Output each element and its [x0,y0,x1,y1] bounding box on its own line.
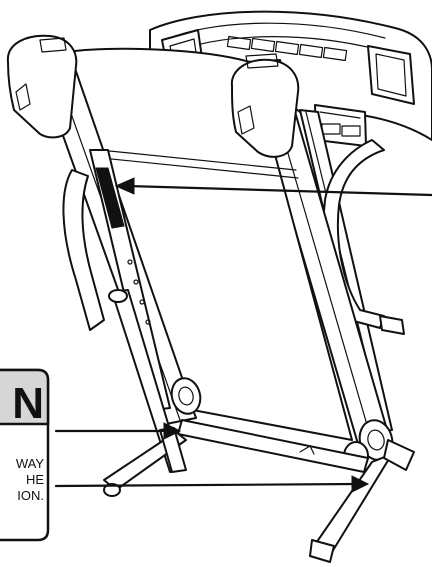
warning-heading: N [12,379,44,428]
warning-text-line-2: HE [26,472,44,487]
warning-decal [95,167,125,229]
warning-label: N WAY HE ION. [0,368,50,542]
warning-label-header [0,368,50,426]
left-frame-rail [35,53,197,425]
left-rear-roller [170,377,202,415]
right-end-cap [230,53,300,158]
left-end-cap [6,34,78,139]
warning-text-line-3: ION. [17,488,44,503]
console-right-pod [367,45,415,105]
warning-text-line-1: WAY [16,456,44,471]
arrow-to-rear-crossbar [54,422,182,440]
console-keypad [226,35,348,62]
arrow-to-decal [114,177,432,197]
arrow-to-base-right [54,475,370,493]
